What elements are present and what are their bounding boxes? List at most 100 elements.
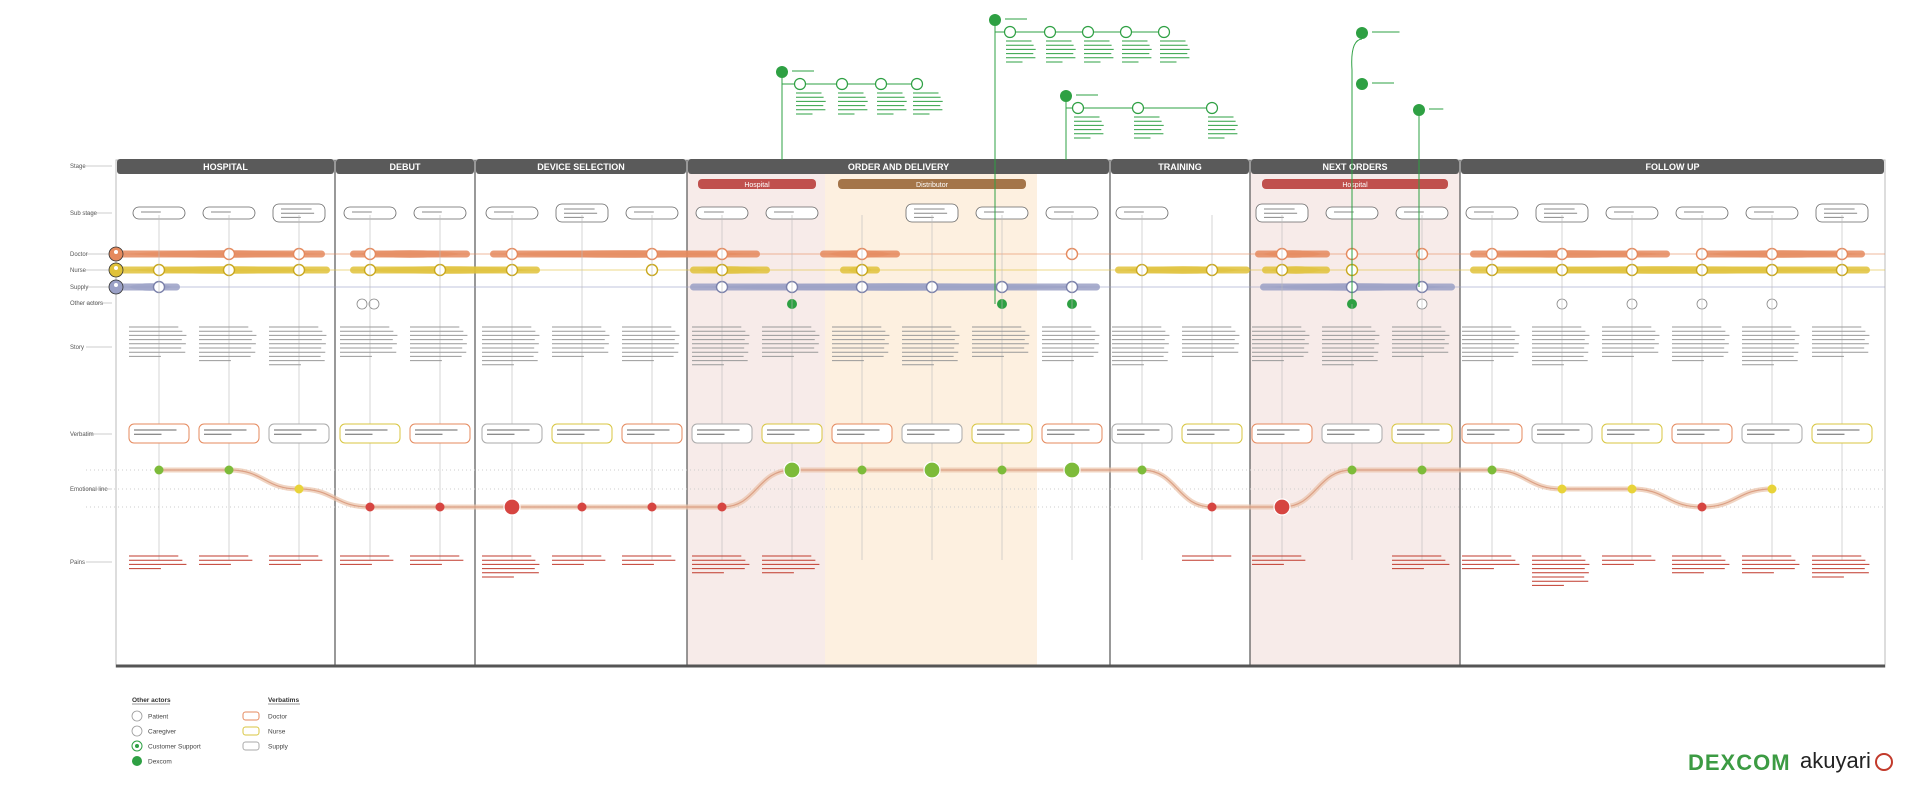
emotion-point-neutral bbox=[1627, 484, 1637, 494]
emotion-point-positive bbox=[783, 461, 801, 479]
emotion-point-negative bbox=[717, 502, 727, 512]
emotion-point-negative bbox=[435, 502, 445, 512]
legend-verbatims-title: Verbatims bbox=[268, 697, 299, 704]
verbatim-text bbox=[767, 429, 810, 435]
stage-label: TRAINING bbox=[1158, 162, 1202, 172]
emotion-point-neutral bbox=[1767, 484, 1777, 494]
substage-text bbox=[564, 208, 598, 218]
dexcom-flow-text bbox=[1074, 116, 1104, 139]
hospital-band-header bbox=[698, 179, 816, 189]
pain-text bbox=[1602, 555, 1656, 565]
stage-label: FOLLOW UP bbox=[1646, 162, 1700, 172]
story-text bbox=[552, 326, 610, 357]
story-text bbox=[199, 326, 257, 362]
lane-label-emotional: Emotional line bbox=[70, 487, 108, 493]
verbatim-bubble bbox=[761, 423, 823, 444]
caregiver-marker bbox=[368, 298, 380, 310]
dexcom-flow-text bbox=[1006, 40, 1036, 63]
verbatim-bubble bbox=[339, 423, 401, 444]
verbatim-text bbox=[274, 429, 317, 435]
verbatim-text bbox=[1537, 429, 1580, 435]
pain-text bbox=[1532, 555, 1590, 586]
verbatim-bubble bbox=[1041, 423, 1103, 444]
dexcom-flow-text bbox=[1046, 40, 1076, 63]
hospital-band-label: Hospital bbox=[744, 182, 770, 189]
emotion-point-positive bbox=[923, 461, 941, 479]
emotion-point-negative bbox=[365, 502, 375, 512]
lane-label-stage: Stage bbox=[70, 164, 86, 170]
substage-text bbox=[281, 208, 315, 218]
hospital-band-header-2 bbox=[1262, 179, 1448, 189]
legend-actor-icon bbox=[131, 710, 143, 722]
dexcom-flow-text bbox=[796, 92, 826, 115]
legend-verbatim-swatch bbox=[242, 741, 260, 751]
distributor-band-bg bbox=[825, 172, 1037, 667]
story-text bbox=[622, 326, 680, 362]
dexcom-flow-text bbox=[1134, 116, 1164, 139]
supply-icon-head bbox=[114, 283, 118, 287]
verbatim-bubble bbox=[1181, 423, 1243, 444]
pain-text bbox=[199, 555, 253, 565]
story-text bbox=[1182, 326, 1240, 357]
legend-verbatim-label: Doctor bbox=[268, 714, 288, 721]
distributor-band-label: Distributor bbox=[916, 182, 949, 189]
verbatim-text bbox=[627, 429, 670, 435]
verbatim-text bbox=[1187, 429, 1230, 435]
story-text bbox=[1602, 326, 1660, 357]
verbatim-text bbox=[1397, 429, 1440, 435]
story-text bbox=[340, 326, 398, 357]
verbatim-bubble bbox=[481, 423, 543, 444]
emotion-curve bbox=[159, 469, 1773, 508]
stage-header-bar bbox=[1461, 159, 1884, 174]
pain-text bbox=[1392, 555, 1450, 570]
verbatim-bubble bbox=[1461, 423, 1523, 444]
story-text bbox=[410, 326, 468, 362]
verbatim-text bbox=[1327, 429, 1370, 435]
verbatim-text bbox=[837, 429, 880, 435]
dexcom-flow-root bbox=[1060, 90, 1072, 102]
lane-label-substage: Sub stage bbox=[70, 211, 98, 217]
dexcom-flow-branch bbox=[994, 26, 1005, 33]
dexcom-flow-node bbox=[1043, 25, 1057, 39]
emotion-point-negative bbox=[577, 502, 587, 512]
emotion-point-negative bbox=[1207, 502, 1217, 512]
dexcom-flow-root bbox=[1413, 104, 1425, 116]
akuyari-logo: akuyari bbox=[1800, 748, 1893, 774]
dexcom-flow-branch bbox=[781, 78, 795, 85]
story-text bbox=[129, 326, 187, 357]
legend-other-actors-title: Other actors bbox=[132, 697, 171, 704]
pain-text bbox=[1812, 555, 1870, 578]
story-text bbox=[1812, 326, 1870, 357]
legend-actor-label: Patient bbox=[148, 714, 168, 721]
emotion-point-positive bbox=[997, 465, 1007, 475]
stage-header-bar bbox=[1251, 159, 1459, 174]
doctor-icon-head bbox=[114, 250, 118, 254]
substage-text bbox=[1824, 208, 1858, 218]
pain-text bbox=[1462, 555, 1520, 570]
stage-header-bar bbox=[336, 159, 474, 174]
verbatim-bubble bbox=[1531, 423, 1593, 444]
dexcom-flow-text bbox=[838, 92, 868, 115]
legend-support-dot bbox=[135, 744, 139, 748]
verbatim-bubble bbox=[831, 423, 893, 444]
verbatim-bubble bbox=[1671, 423, 1733, 444]
distributor-band-header bbox=[838, 179, 1026, 189]
legend-dexcom-icon bbox=[132, 756, 142, 766]
dexcom-flow-node bbox=[1071, 101, 1085, 115]
dexcom-flow-text bbox=[1122, 40, 1152, 63]
verbatim-text bbox=[345, 429, 388, 435]
lane-label-supply: Supply bbox=[70, 285, 88, 291]
dexcom-flow-training bbox=[1060, 90, 1219, 115]
verbatim-text bbox=[907, 429, 950, 435]
stage-header-bar bbox=[117, 159, 334, 174]
akuyari-mark-icon bbox=[1874, 753, 1893, 772]
verbatim-bubble bbox=[1811, 423, 1873, 444]
verbatim-text bbox=[977, 429, 1020, 435]
story-text bbox=[1392, 326, 1450, 357]
legend-verbatim-swatch bbox=[242, 711, 260, 721]
story-text bbox=[762, 326, 820, 357]
dexcom-flow-text bbox=[877, 92, 907, 115]
story-text bbox=[1532, 326, 1590, 366]
verbatim-bubble bbox=[1251, 423, 1313, 444]
dexcom-logo: DEXCOM bbox=[1688, 750, 1791, 775]
